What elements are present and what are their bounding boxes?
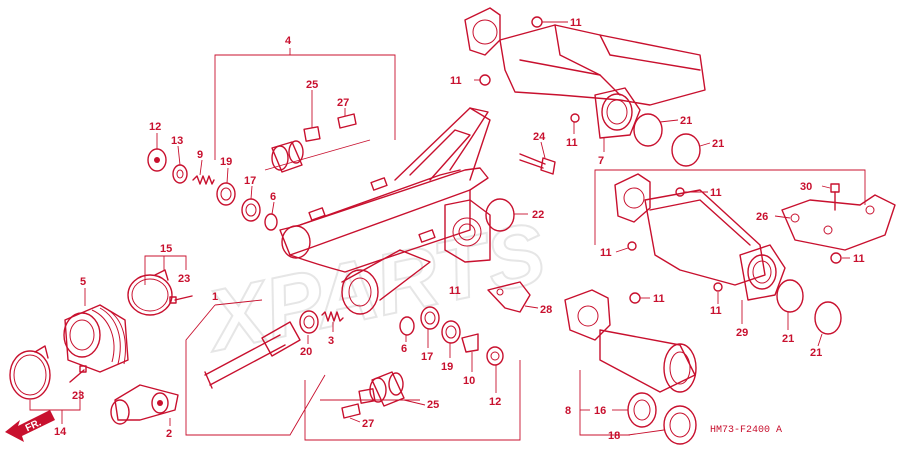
bracket-26	[774, 183, 896, 264]
pivot-bushing-lower	[304, 360, 521, 441]
callout-9: 9	[197, 149, 203, 161]
pivot-hardware-right	[399, 306, 504, 393]
callout-15: 15	[160, 243, 172, 255]
callout-5: 5	[80, 276, 86, 288]
callout-19: 19	[220, 156, 232, 168]
reference-code: HM73-F2400 A	[710, 425, 782, 436]
callout-28: 28	[540, 304, 552, 316]
callout-12: 12	[149, 121, 161, 133]
callout-21-a: 21	[680, 115, 692, 127]
boot-and-clamps	[9, 255, 193, 424]
callout-6-lower: 6	[401, 343, 407, 355]
front-direction-arrow: FR.	[5, 410, 55, 442]
callout-22: 22	[532, 209, 544, 221]
callout-8: 8	[565, 405, 571, 417]
callout-1: 1	[212, 291, 218, 303]
o-ring-22	[485, 198, 528, 232]
group-bracket-4	[214, 48, 396, 160]
callout-11-left: 11	[450, 75, 462, 87]
callout-21-c: 21	[782, 333, 794, 345]
callout-27-lower: 27	[362, 418, 374, 430]
stopper-28	[487, 281, 539, 313]
bolt-24	[519, 141, 556, 175]
callout-7: 7	[598, 155, 604, 167]
callout-18: 18	[608, 430, 620, 442]
callout-17: 17	[244, 175, 256, 187]
final-drive-housing-lower	[564, 289, 697, 445]
callout-25-lower: 25	[427, 399, 439, 411]
callout-11: 11	[449, 285, 461, 297]
callout-24: 24	[533, 131, 546, 143]
callout-25: 25	[306, 79, 318, 91]
callout-13: 13	[171, 135, 183, 147]
spring-seat-20-3	[299, 310, 344, 344]
callout-11-lower: 11	[653, 293, 665, 305]
callout-11-right2: 11	[600, 247, 612, 259]
callout-11-right1: 11	[710, 187, 722, 199]
swingarm	[279, 107, 491, 315]
callout-23: 23	[178, 273, 190, 285]
callouts: 4 25 27 12 13 9 19 17 6 24 22 11 28 15 2…	[54, 17, 865, 442]
callout-10: 10	[463, 375, 475, 387]
callout-14: 14	[54, 426, 67, 438]
callout-6: 6	[270, 191, 276, 203]
group-bracket-29	[594, 169, 866, 245]
drive-shaft	[110, 299, 326, 436]
callout-21-d: 21	[810, 347, 822, 359]
callout-11-mid: 11	[566, 137, 578, 149]
callout-3: 3	[328, 335, 334, 347]
callout-21-b: 21	[712, 138, 724, 150]
pivot-bushing-upper	[264, 90, 371, 173]
callout-11-top: 11	[570, 17, 582, 29]
callout-2: 2	[166, 428, 172, 440]
final-drive-housing-upper	[464, 7, 711, 167]
callout-17-lower: 17	[421, 351, 433, 363]
final-drive-housing-mid	[614, 173, 842, 347]
callout-11-bracket: 11	[853, 253, 865, 265]
callout-12-lower: 12	[489, 396, 501, 408]
callout-23-lower: 23	[72, 390, 84, 402]
callout-11-right3: 11	[710, 305, 722, 317]
callout-4: 4	[285, 35, 292, 47]
callout-19-lower: 19	[441, 361, 453, 373]
callout-29: 29	[736, 327, 748, 339]
pivot-hardware-left	[147, 133, 278, 231]
callout-27: 27	[337, 97, 349, 109]
callout-16: 16	[594, 405, 606, 417]
callout-30: 30	[800, 181, 812, 193]
callout-26: 26	[756, 211, 768, 223]
callout-20: 20	[300, 346, 312, 358]
